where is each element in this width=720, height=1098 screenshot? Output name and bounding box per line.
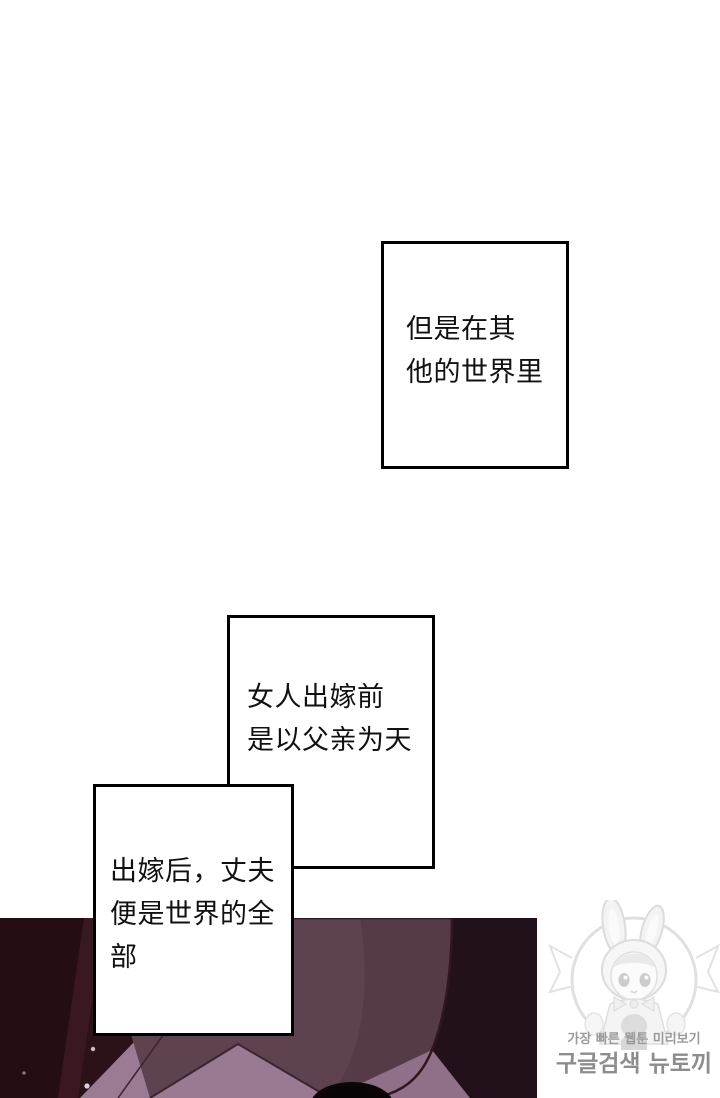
art-drape-shade: [300, 918, 452, 1096]
bunny-girl-icon: [548, 900, 720, 1050]
narration-box-2: 女人出嫁前 是以父亲为天: [227, 615, 435, 869]
art-floor-triangle: [150, 1044, 330, 1098]
art-sparkle: [22, 1071, 26, 1075]
art-floor-outline: [149, 1042, 331, 1098]
art-hair-core: [319, 1086, 385, 1098]
art-sparkle: [84, 1083, 90, 1089]
narration-text-1: 但是在其 他的世界里: [406, 314, 544, 388]
site-watermark: 가장 빠른 웹툰 미리보기 구글검색 뉴토끼: [548, 900, 720, 1098]
narration-text-2: 女人出嫁前 是以父亲为天: [247, 682, 412, 756]
art-sparkle: [90, 1046, 96, 1052]
art-drape-outline: [96, 918, 454, 1098]
narration-box-3: 出嫁后，丈夫 便是世界的全 部: [93, 784, 294, 1036]
watermark-line-1: 가장 빠른 웹툰 미리보기: [567, 1032, 701, 1047]
art-left-shadow-deep: [0, 918, 92, 1098]
narration-box-1: 但是在其 他的世界里: [381, 241, 569, 469]
watermark-line-2: 구글검색 뉴토끼: [555, 1051, 713, 1077]
art-left-stripe: [58, 918, 104, 1098]
narration-text-3: 出嫁后，丈夫 便是世界的全 部: [110, 856, 275, 973]
